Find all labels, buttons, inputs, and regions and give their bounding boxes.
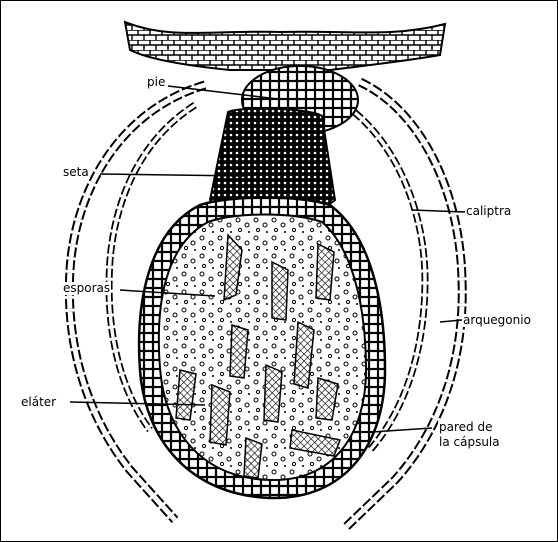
label-caliptra: caliptra <box>465 205 512 218</box>
capsule <box>139 198 385 499</box>
label-esporas: esporas <box>62 282 111 295</box>
label-pie: pie <box>146 76 166 89</box>
label-pared-line2: la cápsula <box>438 436 501 449</box>
label-seta: seta <box>62 166 90 179</box>
label-elater: eláter <box>20 396 57 409</box>
label-arquegonio: arquegonio <box>462 314 532 327</box>
leader-pared <box>372 428 432 432</box>
seta-tissue <box>210 109 335 212</box>
gametophyte-tissue <box>125 22 445 70</box>
label-pared-line1: pared de <box>438 421 493 434</box>
